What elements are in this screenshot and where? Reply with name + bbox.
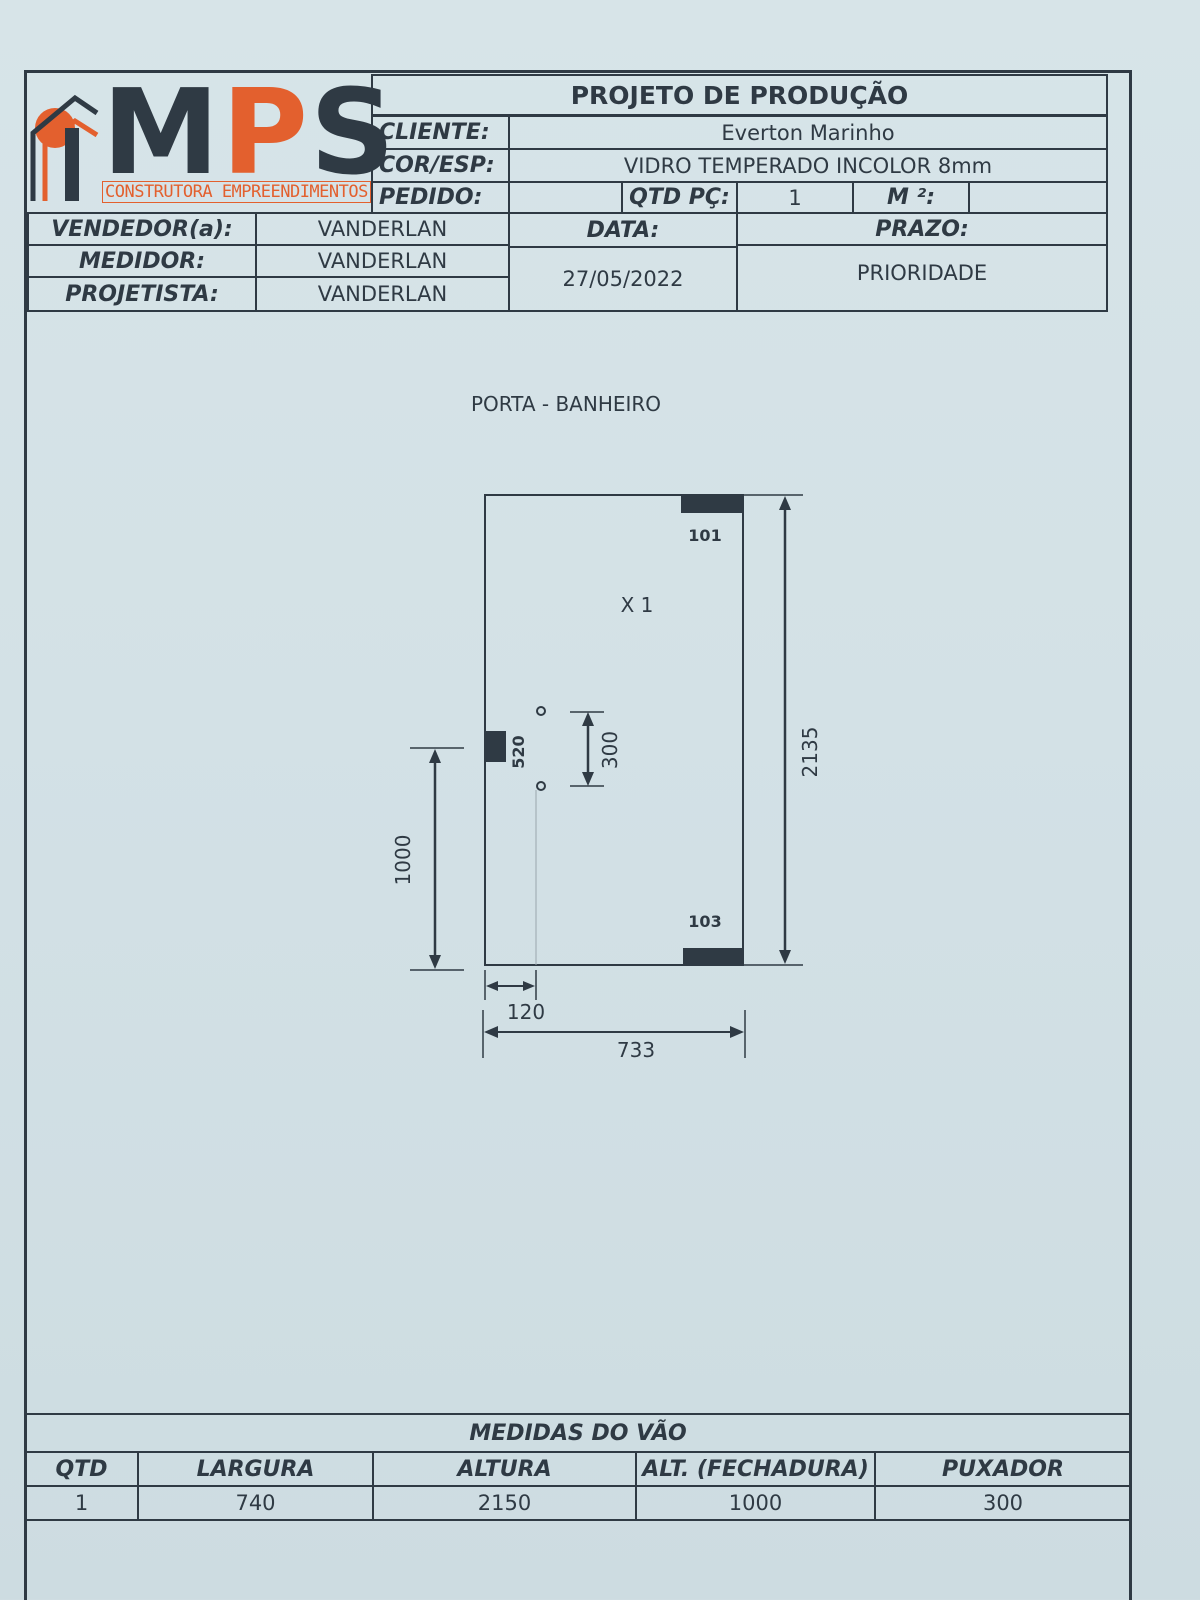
hinge-top-mark [681,495,743,513]
footer-title: MEDIDAS DO VÃO [469,1420,687,1446]
vendedor-label: VENDEDOR(a): [51,216,233,242]
medidor-label: MEDIDOR: [78,248,206,274]
data-value-cell: 27/05/2022 [508,246,738,312]
footer-header-largura: LARGURA [137,1451,374,1487]
cliente-value: Everton Marinho [721,120,895,145]
logo-letters: MPS [102,63,397,201]
drawing-title: PORTA - BANHEIRO [471,392,661,416]
prazo-value: PRIORIDADE [856,261,988,285]
cliente-label: CLIENTE: [379,120,490,145]
handle-hole-top [536,706,546,716]
footer-header-qtd: QTD [24,1451,139,1487]
cliente-value-cell: Everton Marinho [508,115,1108,150]
cor-label: COR/ESP: [379,153,495,178]
width-label: 733 [617,1038,655,1062]
footer-header-altura: ALTURA [372,1451,637,1487]
door-outline [484,494,744,966]
prazo-label: PRAZO: [875,216,969,242]
hinge-top-label: 101 [688,526,721,545]
handle-hole-bottom [536,781,546,791]
height-label: 2135 [798,727,822,778]
hinge-bottom-mark [683,948,743,966]
page-title: PROJETO DE PRODUÇÃO [570,80,909,110]
company-logo: MPS CONSTRUTORA EMPREENDIMENTOS [27,73,395,210]
footer-title-cell: MEDIDAS DO VÃO [24,1413,1132,1453]
projetista-label: PROJETISTA: [65,281,219,307]
logo-subtitle: CONSTRUTORA EMPREENDIMENTOS [102,181,371,203]
footer-value-largura: 740 [137,1485,374,1521]
vendedor-value: VANDERLAN [317,217,448,241]
projetista-label-cell: PROJETISTA: [27,276,257,312]
prazo-value-cell: PRIORIDADE [736,244,1108,312]
footer-header-puxador: PUXADOR [874,1451,1132,1487]
data-label: DATA: [586,217,660,243]
m2-label: M ²: [887,185,935,210]
footer-value-puxador: 300 [874,1485,1132,1521]
medidor-value: VANDERLAN [317,249,448,273]
qtd-label: QTD PÇ: [629,185,730,210]
footer-value-altura: 2150 [372,1485,637,1521]
pedido-label: PEDIDO: [379,185,483,210]
data-value: 27/05/2022 [562,267,684,291]
footer-value-fechadura: 1000 [635,1485,876,1521]
lock-height-label: 1000 [391,835,415,886]
door-drawing: PORTA - BANHEIRO 101 103 520 X 1 300 213… [391,392,822,1062]
footer-header-fechadura: ALT. (FECHADURA) [635,1451,876,1487]
handle-offset-label: 120 [507,1000,545,1024]
logo-emblem-icon [30,94,99,201]
hinge-bottom-label: 103 [688,912,721,931]
quantity-mark: X 1 [621,593,654,617]
handle-spacing-label: 300 [598,731,622,769]
lock-label: 520 [509,735,528,768]
projetista-value: VANDERLAN [317,282,448,306]
lock-mark [486,731,506,762]
cor-value: VIDRO TEMPERADO INCOLOR 8mm [623,153,993,178]
footer-value-qtd: 1 [24,1485,139,1521]
page-frame [24,70,1132,1600]
projetista-value-cell: VANDERLAN [255,276,510,312]
qtd-value: 1 [788,185,802,210]
